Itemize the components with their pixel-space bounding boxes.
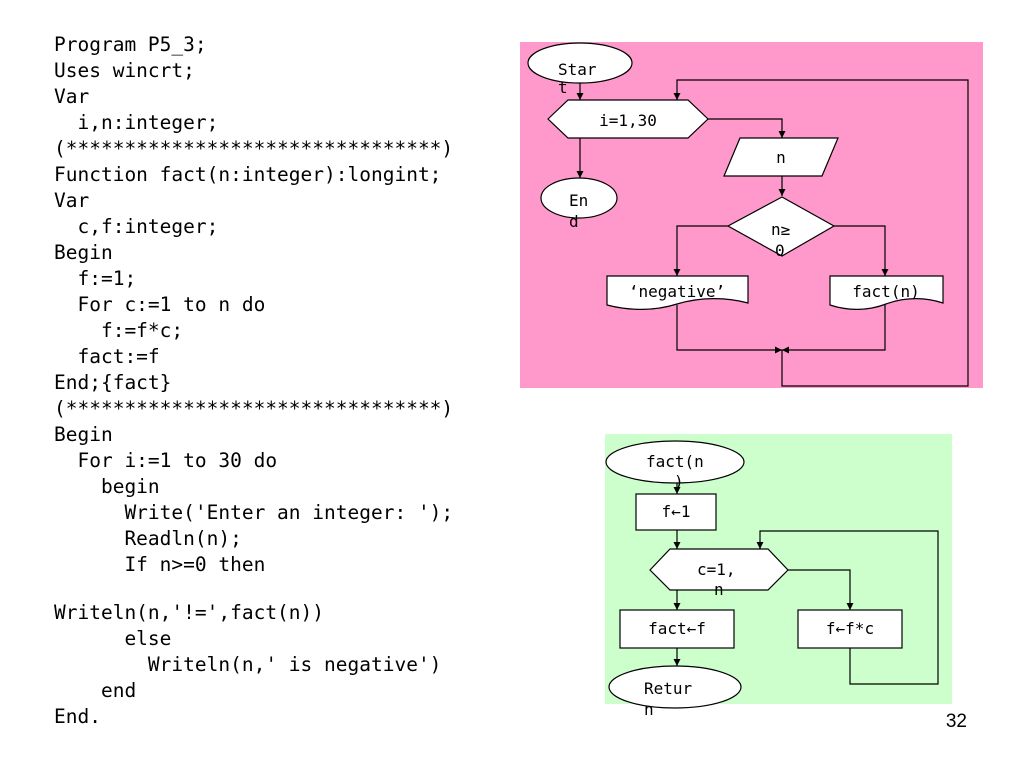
code-line: f:=f*c; [54,319,184,342]
connector-fact-to-join [782,305,886,354]
init-process-box [635,493,717,531]
code-line: (********************************) [54,137,454,160]
fact-loop-label-line-2: n [714,580,724,599]
connector-negative-to-join [676,305,782,354]
start-label-line-2: t [558,78,568,97]
fact-output-label: fact(n) [852,282,919,301]
code-line: Begin [54,241,113,264]
code-line: c,f:integer; [54,215,219,238]
code-line: Begin [54,423,113,446]
code-line: begin [54,475,160,498]
code-line: Uses wincrt; [54,59,195,82]
negative-output-document [606,275,749,310]
code-line: For i:=1 to 30 do [54,449,278,472]
code-line: else [54,627,172,650]
assign-result-label: fact←f [648,619,706,638]
return-label-line-1: Retur [644,679,693,698]
decision-diamond [726,196,836,257]
code-line: If n>=0 then [54,553,266,576]
code-line: i,n:integer; [54,111,219,134]
code-line: Writeln(n,'!=',fact(n)) [54,601,325,624]
connector-loop-back [673,79,969,387]
code-line: (********************************) [54,397,454,420]
fact-start-label-line-1: fact(n [646,452,704,471]
slide-page-number: 32 [946,711,967,732]
multiply-label: f←f*c [826,619,874,638]
init-label: f←1 [662,502,691,521]
pascal-code-listing: Program P5_3; Uses wincrt; Var i,n:integ… [54,32,453,730]
negative-output-label: ‘negative’ [629,282,725,301]
for-loop-label: i=1,30 [599,111,657,130]
code-line: Writeln(n,' is negative') [54,653,442,676]
connector-fact-loop-back [756,530,939,685]
start-terminal [527,42,633,84]
main-program-flowchart: Star t i=1,30 n n≥ 0 ‘negative’ fact(n) … [520,42,983,388]
fact-start-terminal [605,440,745,484]
code-line: Program P5_3; [54,33,207,56]
fact-loop-label-line-1: c=1, [697,560,736,579]
code-line: fact:=f [54,345,160,368]
end-label-line-2: d [569,212,579,231]
end-terminal [540,177,618,219]
assign-result-box [619,609,735,649]
code-line: Readln(n); [54,527,242,550]
input-label: n [776,148,786,167]
end-label-line-1: En [569,191,588,210]
return-terminal [608,665,742,709]
code-line: Var [54,85,90,108]
fact-loop-hexagon [649,548,789,591]
code-line: End;{fact} [54,371,172,394]
multiply-process-box [797,609,903,649]
input-parallelogram [723,137,839,177]
decision-label-line-2: 0 [775,241,785,260]
code-line: For c:=1 to n do [54,293,266,316]
fact-function-flowchart: fact(n ) f←1 c=1, n fact←f f←f*c Retur n [605,434,952,719]
code-line: End. [54,705,101,728]
start-label-line-1: Star [558,60,597,79]
code-line: Function fact(n:integer):longint; [54,163,442,186]
fact-start-label-line-2: ) [674,472,684,491]
fact-output-document [829,275,944,310]
connector-decision-true [834,225,889,276]
decision-label-line-1: n≥ [771,220,790,239]
connector-decision-false [673,225,728,276]
code-line: Var [54,189,90,212]
for-loop-hexagon [547,99,709,139]
connector-loop-to-input [708,118,786,138]
code-line: f:=1; [54,267,137,290]
connector-loop-body [788,569,854,610]
code-line: Write('Enter an integer: '); [54,501,454,524]
return-label-line-2: n [644,700,654,719]
code-line: end [54,679,137,702]
